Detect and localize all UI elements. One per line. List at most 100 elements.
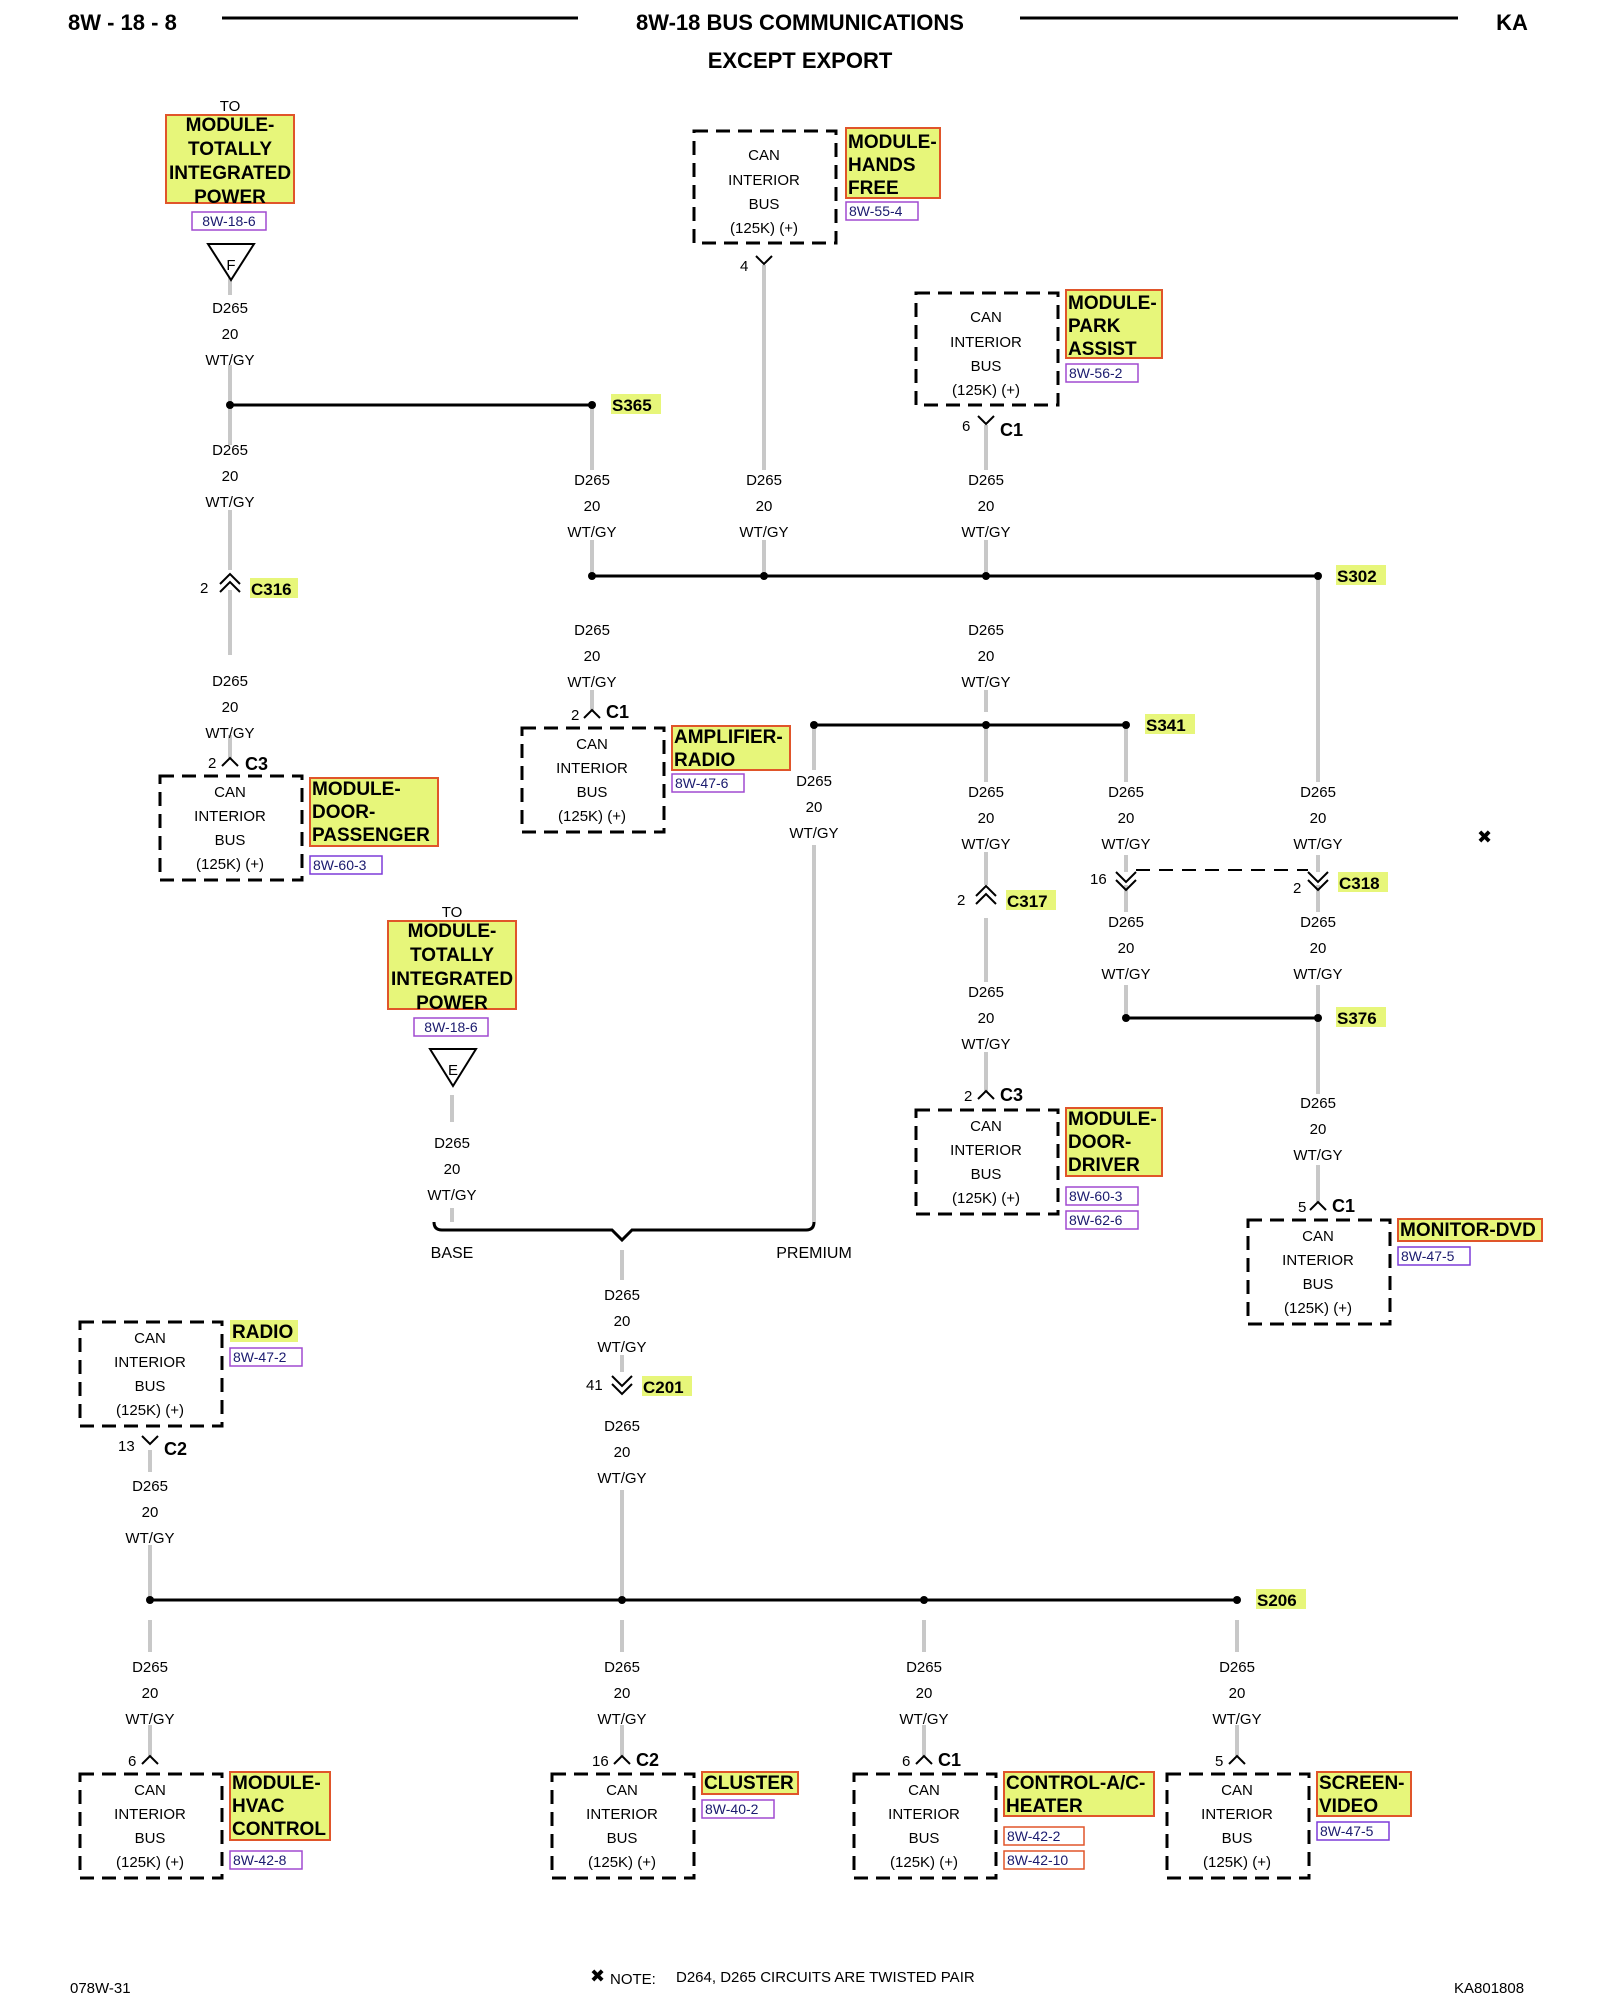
wire-color: WT/GY	[567, 524, 616, 541]
can-box-line2: INTERIOR	[586, 1806, 658, 1823]
wire-gauge: 20	[444, 1161, 461, 1178]
can-box-line4: (125K) (+)	[196, 856, 264, 873]
splice-s206: S206	[1257, 1591, 1297, 1610]
park-assist-module[interactable]: CAN INTERIOR BUS (125K) (+) MODULE- PARK…	[914, 289, 1163, 440]
park-assist-pin: 6	[962, 418, 970, 435]
can-box	[852, 1772, 998, 1880]
tipm-mid-ref-link[interactable]: 8W-18-6	[424, 1019, 478, 1035]
monitor-dvd-ref-link[interactable]: 8W-47-5	[1401, 1248, 1455, 1264]
splice-labels: S365 S302 S341 S376 S206	[611, 394, 1386, 1610]
can-box	[1165, 1772, 1311, 1880]
pin-connector-icon	[141, 1435, 159, 1446]
wire-gauge: 20	[1118, 810, 1135, 827]
tipm-top-line1: MODULE-	[186, 115, 275, 136]
door-passenger-ref-link[interactable]: 8W-60-3	[313, 857, 367, 873]
screen-video-module[interactable]: 5 CAN INTERIOR BUS (125K) (+) SCREEN- VI…	[1165, 1753, 1412, 1880]
can-box-line3: BUS	[135, 1830, 166, 1847]
wire-gauge: 20	[222, 326, 239, 343]
cluster-module[interactable]: 16 C2 CAN INTERIOR BUS (125K) (+) CLUSTE…	[550, 1750, 799, 1880]
splice-s302: S302	[1337, 567, 1377, 586]
pin-connector-icon	[221, 756, 239, 767]
can-box	[78, 1772, 224, 1880]
amplifier-line2: RADIO	[674, 750, 735, 771]
vehicle-code: KA	[1496, 10, 1528, 35]
can-box-line3: BUS	[607, 1830, 638, 1847]
hands-free-ref-link[interactable]: 8W-55-4	[849, 203, 903, 219]
c318-pin-b: 2	[1293, 880, 1301, 897]
wire-circuit: D265	[968, 622, 1004, 639]
hvac-ref-link[interactable]: 8W-42-8	[233, 1852, 287, 1868]
door-driver-ref-link-1[interactable]: 8W-60-3	[1069, 1188, 1123, 1204]
ac-heater-ref-link-2[interactable]: 8W-42-10	[1007, 1852, 1068, 1868]
c201-label: C201	[643, 1378, 684, 1397]
tipm-top-highlight	[165, 114, 295, 204]
monitor-dvd-module[interactable]: 5 C1 CAN INTERIOR BUS (125K) (+) MONITOR…	[1246, 1196, 1543, 1326]
hvac-line1: MODULE-	[232, 1773, 321, 1794]
can-box	[550, 1772, 696, 1880]
park-assist-ref-link[interactable]: 8W-56-2	[1069, 365, 1123, 381]
wire-color: WT/GY	[1101, 966, 1150, 983]
can-box-line3: BUS	[577, 784, 608, 801]
cluster-line1: CLUSTER	[704, 1773, 794, 1794]
door-passenger-line2: DOOR-	[312, 802, 375, 823]
wire-circuit: D265	[796, 773, 832, 790]
ac-heater-ref-link-1[interactable]: 8W-42-2	[1007, 1828, 1061, 1844]
wire-gauge: 20	[1310, 1121, 1327, 1138]
hands-free-module[interactable]: CAN INTERIOR BUS (125K) (+) MODULE- HAND…	[692, 127, 941, 275]
door-driver-ref-link-2[interactable]: 8W-62-6	[1069, 1212, 1123, 1228]
wire-circuit: D265	[1108, 784, 1144, 801]
door-passenger-module[interactable]: 2 C3 CAN INTERIOR BUS (125K) (+) MODULE-…	[158, 754, 439, 882]
wire-color: WT/GY	[961, 836, 1010, 853]
page-footer: 078W-31 ✖ NOTE: D264, D265 CIRCUITS ARE …	[70, 1966, 1524, 1997]
ac-heater-module[interactable]: 6 C1 CAN INTERIOR BUS (125K) (+) CONTROL…	[852, 1750, 1155, 1880]
splice-dots	[146, 401, 1322, 1604]
can-box-line4: (125K) (+)	[952, 382, 1020, 399]
hands-free-line1: MODULE-	[848, 132, 937, 153]
hvac-module[interactable]: 6 CAN INTERIOR BUS (125K) (+) MODULE- HV…	[78, 1753, 331, 1880]
can-box-line1: CAN	[748, 147, 780, 164]
amplifier-pin: 2	[571, 707, 579, 724]
amplifier-ref-link[interactable]: 8W-47-6	[675, 775, 729, 791]
wire-color: WT/GY	[125, 1530, 174, 1547]
can-box-line3: BUS	[1222, 1830, 1253, 1847]
tipm-mid-line4: POWER	[416, 993, 488, 1014]
can-box-line2: INTERIOR	[1201, 1806, 1273, 1823]
can-box-line3: BUS	[749, 196, 780, 213]
tipm-mid-line2: TOTALLY	[410, 945, 494, 966]
amplifier-radio-module[interactable]: 2 C1 CAN INTERIOR BUS (125K) (+) AMPLIFI…	[520, 702, 791, 834]
ac-heater-conn: C1	[938, 1750, 961, 1770]
wire-circuit: D265	[132, 1659, 168, 1676]
wire-circuit: D265	[1300, 914, 1336, 931]
c318-label: C318	[1339, 874, 1380, 893]
tipm-top-to-label: TO	[220, 98, 241, 115]
can-box-line4: (125K) (+)	[588, 1854, 656, 1871]
radio-ref-link[interactable]: 8W-47-2	[233, 1349, 287, 1365]
can-box-line1: CAN	[134, 1782, 166, 1799]
tipm-top-ref-link[interactable]: 8W-18-6	[202, 213, 256, 229]
door-driver-module[interactable]: 2 C3 CAN INTERIOR BUS (125K) (+) MODULE-…	[914, 1085, 1163, 1230]
wire-color: WT/GY	[739, 524, 788, 541]
wire-circuit: D265	[212, 442, 248, 459]
screen-video-line1: SCREEN-	[1319, 1773, 1405, 1794]
splice-s376: S376	[1337, 1009, 1377, 1028]
can-box	[1246, 1218, 1392, 1326]
wire-circuit: D265	[132, 1478, 168, 1495]
cluster-ref-link[interactable]: 8W-40-2	[705, 1801, 759, 1817]
can-box-line1: CAN	[606, 1782, 638, 1799]
c318-connector-icon-b	[1307, 871, 1329, 892]
door-driver-conn: C3	[1000, 1085, 1023, 1105]
note-label: NOTE:	[610, 1971, 656, 1988]
can-box-line3: BUS	[909, 1830, 940, 1847]
tipm-mid-connector-triangle	[428, 1048, 478, 1088]
page-number: 8W - 18 - 8	[68, 10, 177, 35]
pin-connector-icon	[977, 415, 995, 426]
tipm-top-line4: POWER	[194, 187, 266, 208]
tipm-mid-highlight	[387, 920, 517, 1010]
screen-video-ref-link[interactable]: 8W-47-5	[1320, 1823, 1374, 1839]
can-box-line1: CAN	[576, 736, 608, 753]
switch-base-label: BASE	[431, 1245, 474, 1262]
can-box-line2: INTERIOR	[556, 760, 628, 777]
radio-module[interactable]: CAN INTERIOR BUS (125K) (+) RADIO 8W-47-…	[78, 1320, 303, 1459]
c318-pin-a: 16	[1090, 871, 1107, 888]
can-box-line1: CAN	[1302, 1228, 1334, 1245]
